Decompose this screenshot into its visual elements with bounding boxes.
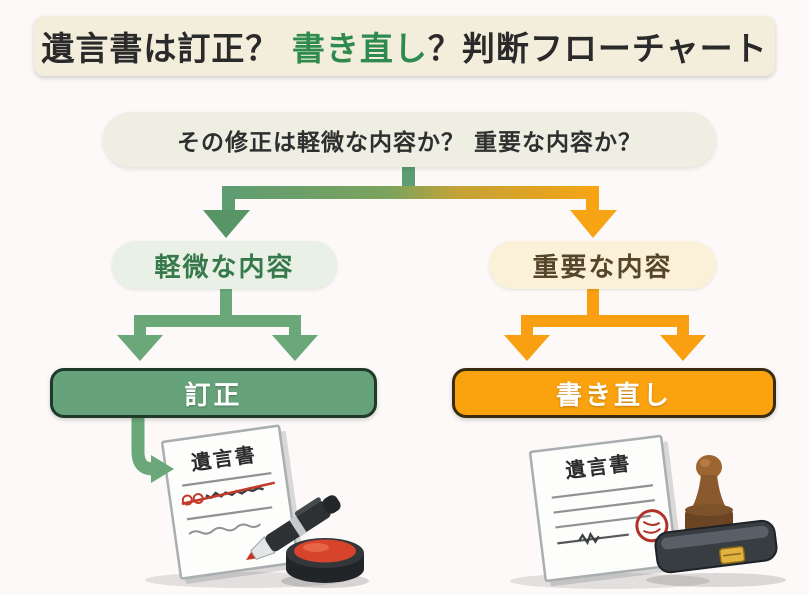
left-will-document: 遺言書 (161, 424, 305, 584)
important-split-right-shaft (677, 315, 689, 336)
important-split-connector (504, 289, 706, 361)
correction-result-label: 訂正 (184, 380, 243, 411)
pen-icon (246, 495, 341, 560)
signature-squiggle (578, 531, 600, 546)
title-banner: 遺言書は訂正？ 書き直し？判断フローチャート (34, 16, 775, 76)
correction-result-box: 訂正 (50, 368, 377, 418)
left-branch-arrowhead (203, 210, 250, 238)
important-split-left-shaft (521, 315, 533, 336)
minor-content-pill: 軽微な内容 (112, 241, 337, 289)
minor-split-right-shaft (289, 315, 301, 336)
right-will-document: 遺言書 (528, 434, 684, 587)
page-title-part-dark2: ？判断フローチャート (427, 29, 768, 68)
right-branch-arrowhead (570, 210, 617, 238)
stamp-case-icon (646, 519, 786, 587)
main-branch-connector (203, 164, 617, 238)
minor-split-left-arrowhead (117, 335, 163, 361)
branch-bar (222, 186, 599, 199)
red-strikethrough (181, 481, 276, 506)
important-split-stem (587, 289, 599, 319)
minor-split-left-shaft (134, 315, 146, 336)
minor-split-stem (220, 289, 232, 319)
important-content-label: 重要な内容 (532, 252, 673, 283)
left-illustration: 遺言書 (131, 416, 369, 588)
red-ink-pad-icon (281, 538, 369, 588)
right-branch-shaft (586, 186, 599, 212)
minor-split-connector (117, 289, 318, 361)
page-title-part-green: 書き直し (291, 29, 428, 68)
correction-curved-arrow (131, 416, 174, 483)
rewrite-result-label: 書き直し (555, 380, 672, 411)
left-branch-shaft (222, 186, 235, 212)
correction-mark-circle (181, 494, 193, 506)
minor-split-right-arrowhead (272, 335, 318, 361)
important-split-bar (521, 315, 689, 327)
minor-split-bar (134, 315, 301, 327)
question-text: その修正は軽微な内容か？ 重要な内容か？ (176, 129, 642, 156)
right-doc-paper (528, 434, 678, 583)
important-split-left-arrowhead (504, 335, 550, 361)
important-split-right-arrowhead (660, 335, 706, 361)
question-box: その修正は軽微な内容か？ 重要な内容か？ (103, 112, 716, 167)
important-content-pill: 重要な内容 (489, 241, 716, 289)
page-title-part-dark1: 遺言書は訂正？ (41, 29, 292, 68)
seal-imprint-icon (635, 509, 669, 543)
right-illustration: 遺言書 (510, 434, 786, 589)
minor-content-label: 軽微な内容 (154, 252, 295, 283)
branch-stem (402, 164, 415, 190)
rewrite-result-box: 書き直し (452, 368, 776, 418)
